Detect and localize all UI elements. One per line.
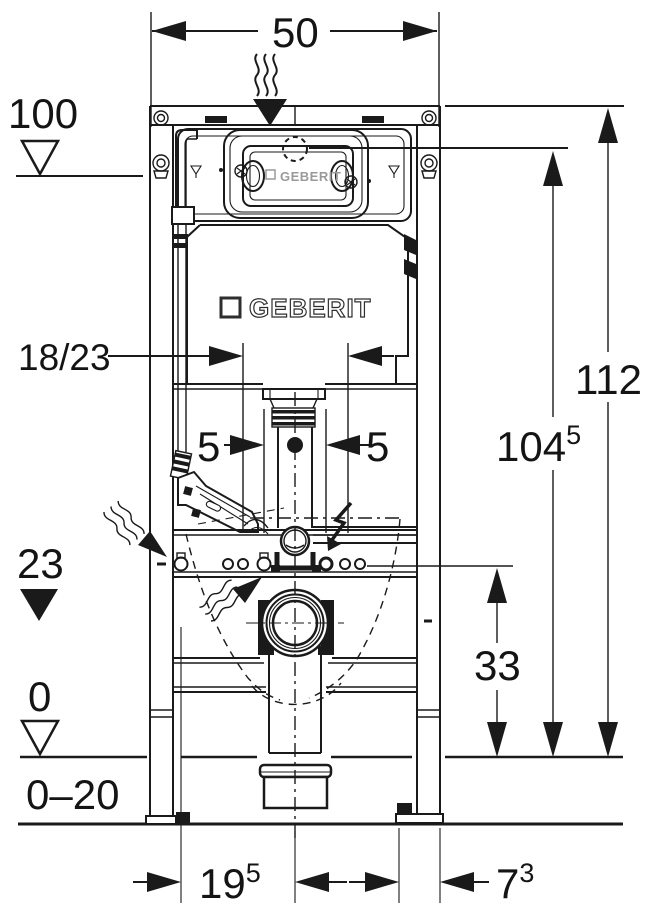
dim-label-5-left: 5 <box>197 423 220 470</box>
datum-label-0: 0 <box>28 673 51 720</box>
dim-label-19-5: 195 <box>199 858 261 907</box>
dim-label-50: 50 <box>272 9 319 56</box>
datum-100: 100 <box>8 90 143 177</box>
datum-23: 23 <box>17 540 64 621</box>
dim-depth-7-3: 73 <box>349 828 534 907</box>
dim-label-33: 33 <box>474 642 521 689</box>
rail-clip <box>205 116 227 123</box>
support-bracket <box>169 449 285 535</box>
wc-bowl-dashed-outline <box>185 392 401 838</box>
dim-height-104-5: 1045 <box>309 147 581 757</box>
datum-label-0-20: 0–20 <box>26 771 119 818</box>
tank-clip <box>404 259 416 279</box>
center-dot-icon <box>287 437 303 453</box>
dim-width-50: 50 <box>150 9 440 127</box>
dim-height-33: 33 <box>367 565 521 757</box>
corner-screw-icon <box>153 110 437 126</box>
dim-offset-18-23: 18/23 <box>18 337 394 533</box>
tank-logo-square-icon <box>219 296 242 319</box>
anchor-block <box>176 812 190 823</box>
level-triangle-open-icon <box>19 139 61 177</box>
outlet-pipe <box>258 654 333 810</box>
dim-depth-19-5: 195 <box>133 627 347 907</box>
level-triangle-open-icon <box>19 719 61 757</box>
anchor-block <box>397 803 412 814</box>
flush-stream-bottom-icon <box>199 577 262 622</box>
tank-logo: GEBERIT <box>249 293 372 323</box>
dim-label-7-3: 73 <box>496 858 534 907</box>
level-triangle-filled-icon <box>20 589 58 621</box>
plate-screw-icon <box>234 164 358 189</box>
hanger-bolt-icon <box>152 154 438 179</box>
flush-stream-left-icon <box>103 500 167 557</box>
datum-label-23: 23 <box>17 540 64 587</box>
datum-0: 0 <box>19 673 61 757</box>
lightning-icon <box>327 501 353 551</box>
dim-label-5-right: 5 <box>366 423 389 470</box>
flush-bend <box>262 388 326 528</box>
dim-height-112: 112 <box>445 105 642 757</box>
datum-label-100: 100 <box>8 90 78 137</box>
dim-label-112: 112 <box>575 356 642 403</box>
level-mark-icon <box>190 165 400 178</box>
floor-lines <box>18 755 623 826</box>
inlet-elbow <box>271 525 321 572</box>
dim-offset-5-5: 5 5 <box>197 409 389 533</box>
rail-clip <box>362 116 384 123</box>
dim-label-18-23: 18/23 <box>18 337 111 378</box>
cistern-tank: GEBERIT <box>173 224 417 390</box>
lower-crossbar <box>173 657 417 693</box>
actuator-center-dashed-circle <box>282 136 308 162</box>
crossbar-holes <box>173 552 366 572</box>
tank-clip <box>404 234 416 255</box>
flush-stream-top-icon <box>253 53 287 126</box>
frame-feet <box>145 803 444 825</box>
flush-plate: GEBERIT <box>177 128 412 222</box>
plate-logo: GEBERIT <box>280 169 341 184</box>
dim-label-104-5: 1045 <box>496 420 581 470</box>
plate-logo-square-icon <box>265 169 276 180</box>
